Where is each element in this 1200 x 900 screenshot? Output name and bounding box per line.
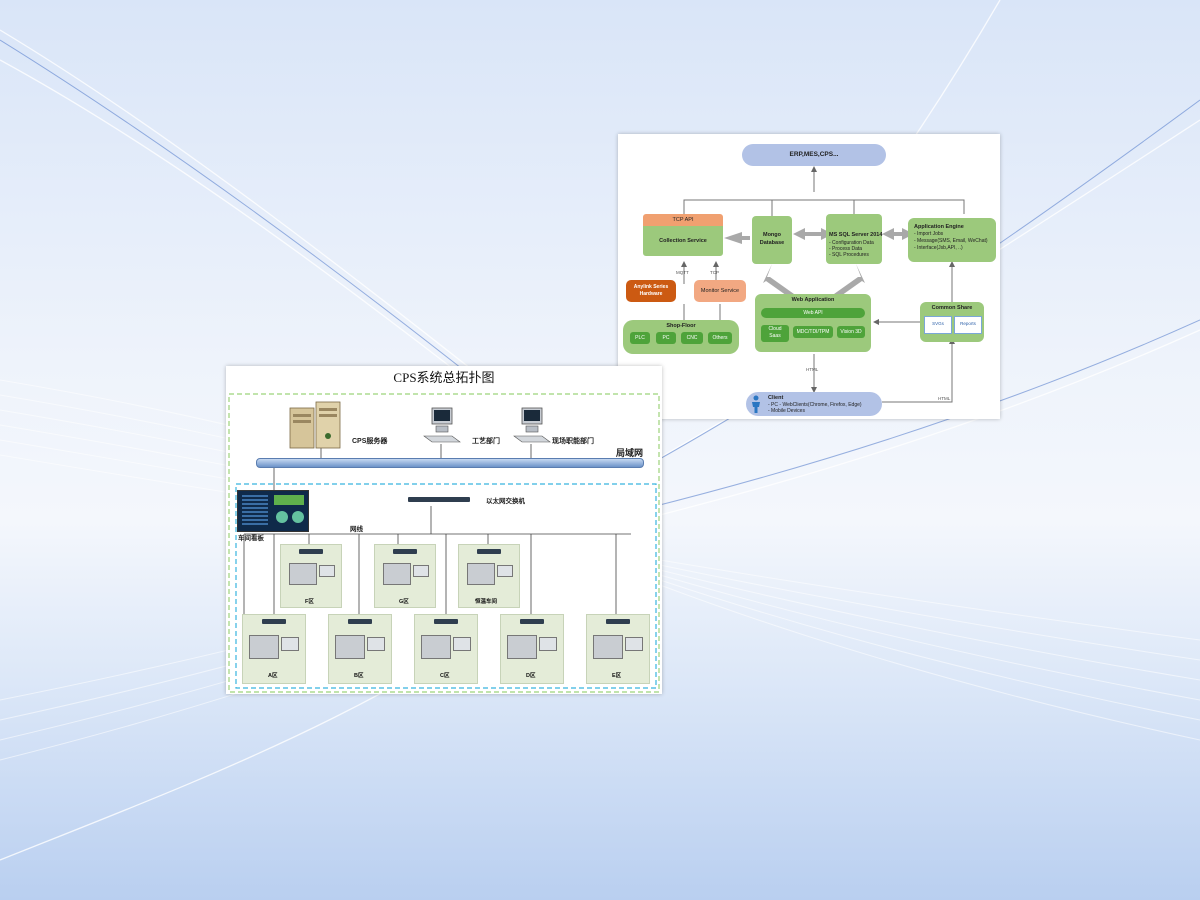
erp-mes-box: ERP,MES,CPS... [742, 144, 886, 166]
zone-d: D区 [500, 614, 564, 684]
client-title: Client [768, 395, 784, 401]
cnc-chip: CNC [681, 332, 703, 344]
client-item-1: - PC - WebClients(Chrome, Firefox, Edge) [768, 402, 862, 408]
svgs-doc: SVGs [924, 316, 952, 334]
zone-b-label: B区 [354, 673, 364, 679]
web-application-box: Web Application Web API Cloud Saas MDC/T… [755, 294, 871, 352]
zone-g: G区 [374, 544, 436, 608]
ethernet-switch [408, 497, 470, 502]
mongo-database-box: Mongo Database [752, 216, 792, 264]
anylink-line-1: Anylink Series [633, 284, 669, 290]
common-share-box: Common Share SVGs Reports [920, 302, 984, 342]
app-engine-item-2: - Message(SMS, Email, WeChat) [914, 238, 988, 244]
architecture-connectors [681, 166, 965, 403]
plc-chip: PLC [630, 332, 650, 344]
zone-e-label: E区 [612, 673, 622, 679]
ms-sql-item-3: - SQL Procedures [829, 252, 869, 258]
mqtt-label: MQTT [676, 270, 689, 275]
anylink-hardware-box: Anylink Series Hardware [626, 280, 676, 302]
onsite-dept-label: 现场职能部门 [552, 438, 594, 445]
zone-g-label: G区 [399, 599, 409, 605]
monitor-service-label: Monitor Service [700, 288, 740, 294]
erp-mes-label: ERP,MES,CPS... [789, 151, 839, 158]
workshop-board-screen [237, 490, 309, 532]
shop-floor-title: Shop-Floor [666, 323, 696, 329]
reports-doc: Reports [954, 316, 982, 334]
app-engine-item-1: - Import Jobs [914, 231, 944, 237]
zone-e: E区 [586, 614, 650, 684]
mongo-line-1: Mongo [762, 232, 782, 238]
process-dept-label: 工艺部门 [472, 438, 500, 445]
web-application-title: Web Application [791, 297, 835, 303]
workshop-board-label: 车间看板 [238, 535, 264, 542]
zone-b: B区 [328, 614, 392, 684]
person-icon [752, 395, 760, 413]
mdc-chip: MDC/TDI/TPM [793, 326, 833, 338]
cps-server-label: CPS服务器 [352, 438, 388, 445]
ms-sql-item-2: - Process Data [829, 246, 863, 252]
architecture-diagram: ERP,MES,CPS... TCP API Collection Servic… [618, 134, 1000, 419]
zone-constant-temp: 恒温车间 [458, 544, 520, 608]
network-cable-label: 网线 [350, 526, 363, 533]
reports-label: Reports [960, 321, 976, 326]
topology-connectors [228, 393, 660, 693]
ms-sql-title: MS SQL Server 2014 [829, 232, 883, 238]
tcp-label: TCP [710, 270, 719, 275]
client-item-2: - Mobile Devices [768, 408, 805, 414]
ms-sql-box: MS SQL Server 2014 - Configuration Data … [826, 214, 882, 264]
application-engine-box: Application Engine - Import Jobs - Messa… [908, 218, 996, 262]
zone-d-label: D区 [526, 673, 536, 679]
zone-a: A区 [242, 614, 306, 684]
lan-bus [256, 458, 644, 468]
zone-c-label: C区 [440, 673, 450, 679]
server-icon [289, 401, 341, 449]
lan-label: 局域网 [616, 448, 644, 458]
anylink-line-2: Hardware [639, 291, 663, 297]
ethernet-switch-label: 以太网交换机 [486, 498, 525, 505]
computer-icon-onsite [513, 407, 551, 443]
collection-service-label: Collection Service [659, 238, 707, 244]
collection-service-box: Collection Service [643, 226, 723, 256]
zone-constant-temp-label: 恒温车间 [475, 599, 498, 605]
mongo-line-2: Database [759, 240, 785, 246]
tcp-api-label: TCP API [672, 217, 694, 223]
pc-chip: PC [656, 332, 676, 344]
cloud-saas-chip: Cloud Saas [761, 325, 789, 342]
topology-title: CPS系统总拓扑图 [393, 370, 495, 385]
computer-icon-process [423, 407, 461, 443]
topology-diagram: CPS系统总拓扑图 CPS服务器 [226, 366, 662, 694]
shop-floor-box: Shop-Floor PLC PC CNC Others [623, 320, 739, 354]
common-share-title: Common Share [931, 305, 973, 311]
zone-a-label: A区 [268, 673, 278, 679]
client-box: Client - PC - WebClients(Chrome, Firefox… [746, 392, 882, 416]
zone-f-label: F区 [305, 599, 314, 605]
html-label-2: HTML [938, 396, 951, 401]
tcp-api-box: TCP API [643, 214, 723, 226]
app-engine-item-3: - Interface(Jsb,API, ..) [914, 245, 963, 251]
svgs-label: SVGs [932, 321, 944, 326]
app-engine-title: Application Engine [914, 224, 964, 230]
others-chip: Others [708, 332, 732, 344]
web-api-bar: Web API [761, 308, 865, 318]
html-label-1: HTML [806, 367, 819, 372]
monitor-service-box: Monitor Service [694, 280, 746, 302]
zone-f: F区 [280, 544, 342, 608]
ms-sql-item-1: - Configuration Data [829, 240, 874, 246]
vision-3d-chip: Vision 3D [837, 326, 865, 338]
zone-c: C区 [414, 614, 478, 684]
